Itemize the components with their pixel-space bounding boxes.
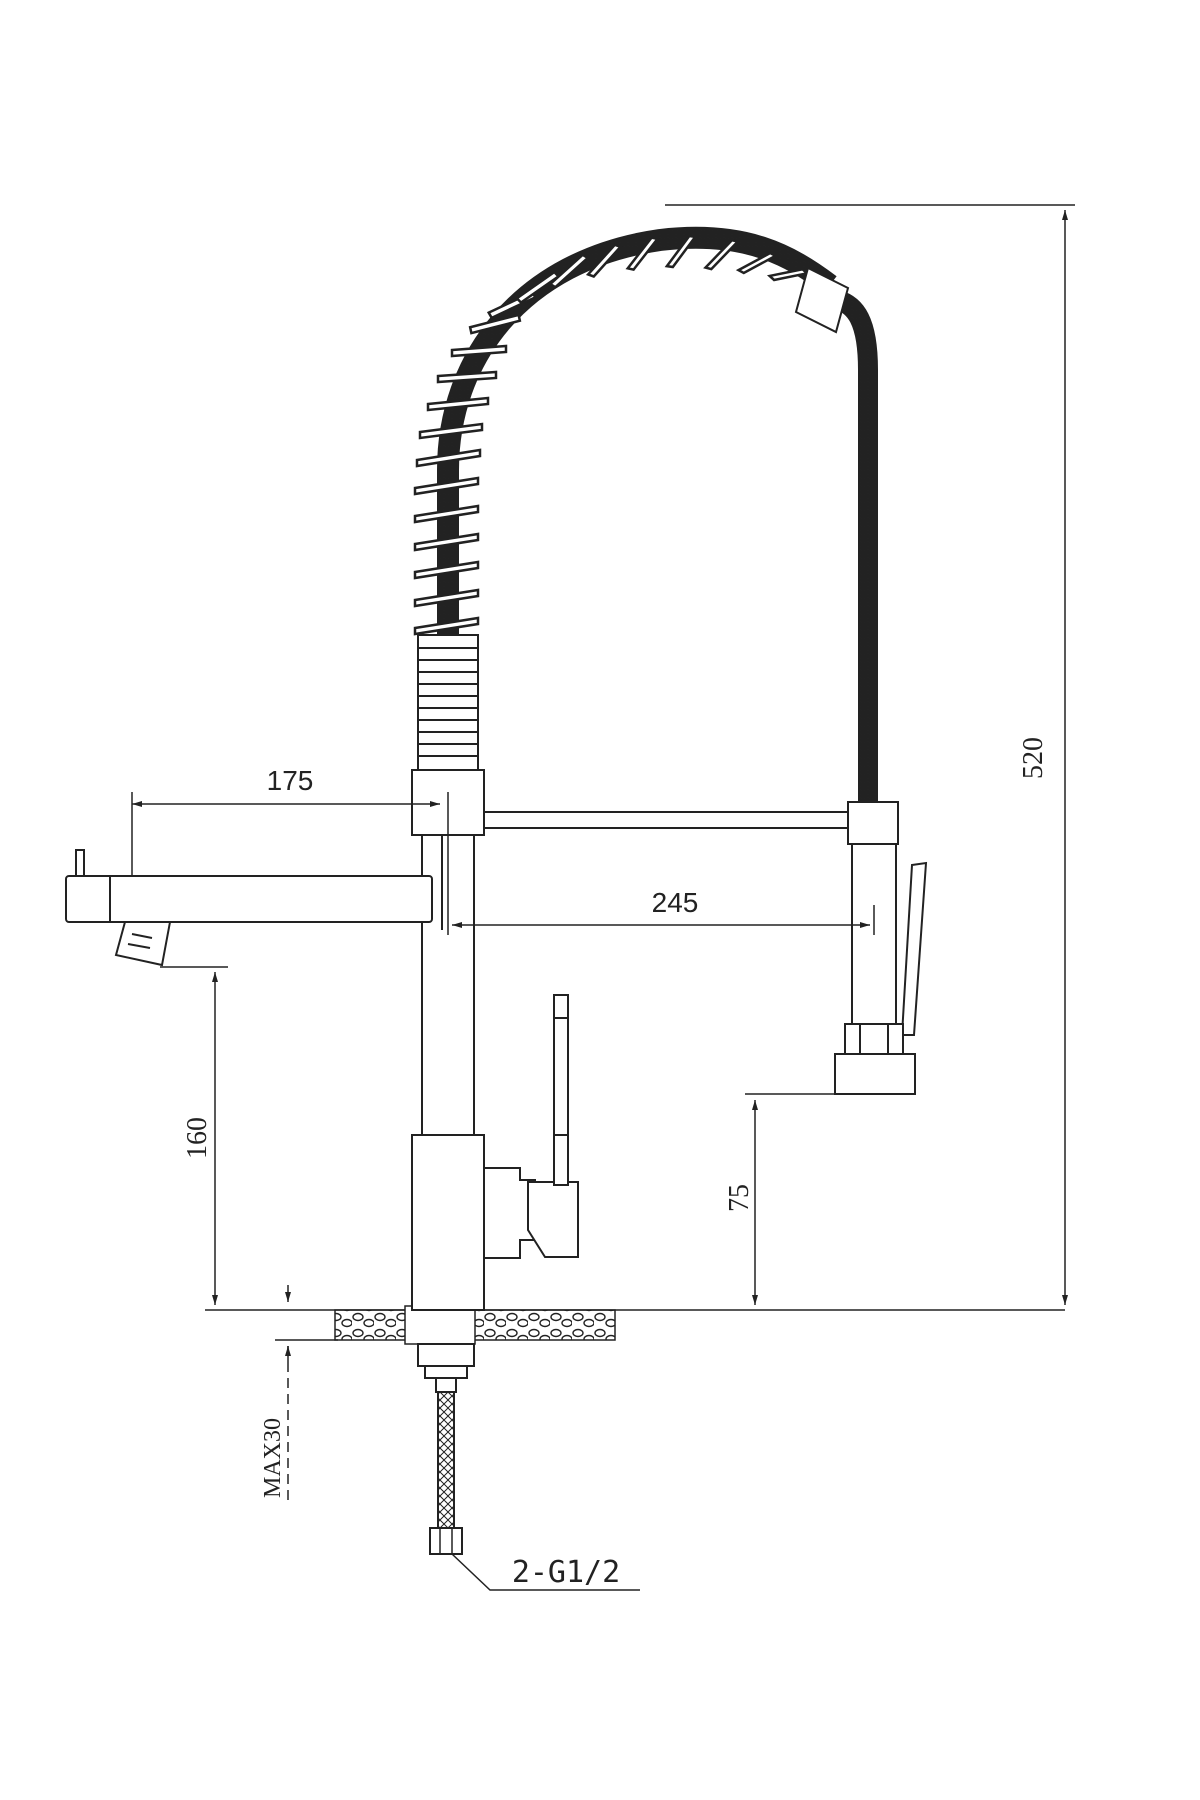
- countertop: [205, 1305, 1065, 1345]
- dim-label-spout-height: 160: [182, 1117, 213, 1159]
- pull-down-spring: [413, 226, 878, 802]
- sprayer-holder-arm: [483, 801, 899, 845]
- dim-label-hose-to-arm: 245: [652, 887, 699, 918]
- mounting-hardware: [417, 1343, 475, 1393]
- dim-label-max-thickness: MAX30: [260, 1418, 286, 1498]
- dim-label-total-height: 520: [1018, 737, 1049, 779]
- dim-label-sprayer-height: 75: [724, 1184, 755, 1212]
- dim-label-inlet-connection: 2-G1/2: [512, 1555, 620, 1590]
- dim-label-spout-reach: 175: [267, 765, 314, 796]
- inlet-hose: [429, 1391, 463, 1555]
- faucet-body: [411, 769, 579, 1311]
- sprayer-head: [834, 843, 928, 1095]
- swivel-spout: [65, 849, 433, 967]
